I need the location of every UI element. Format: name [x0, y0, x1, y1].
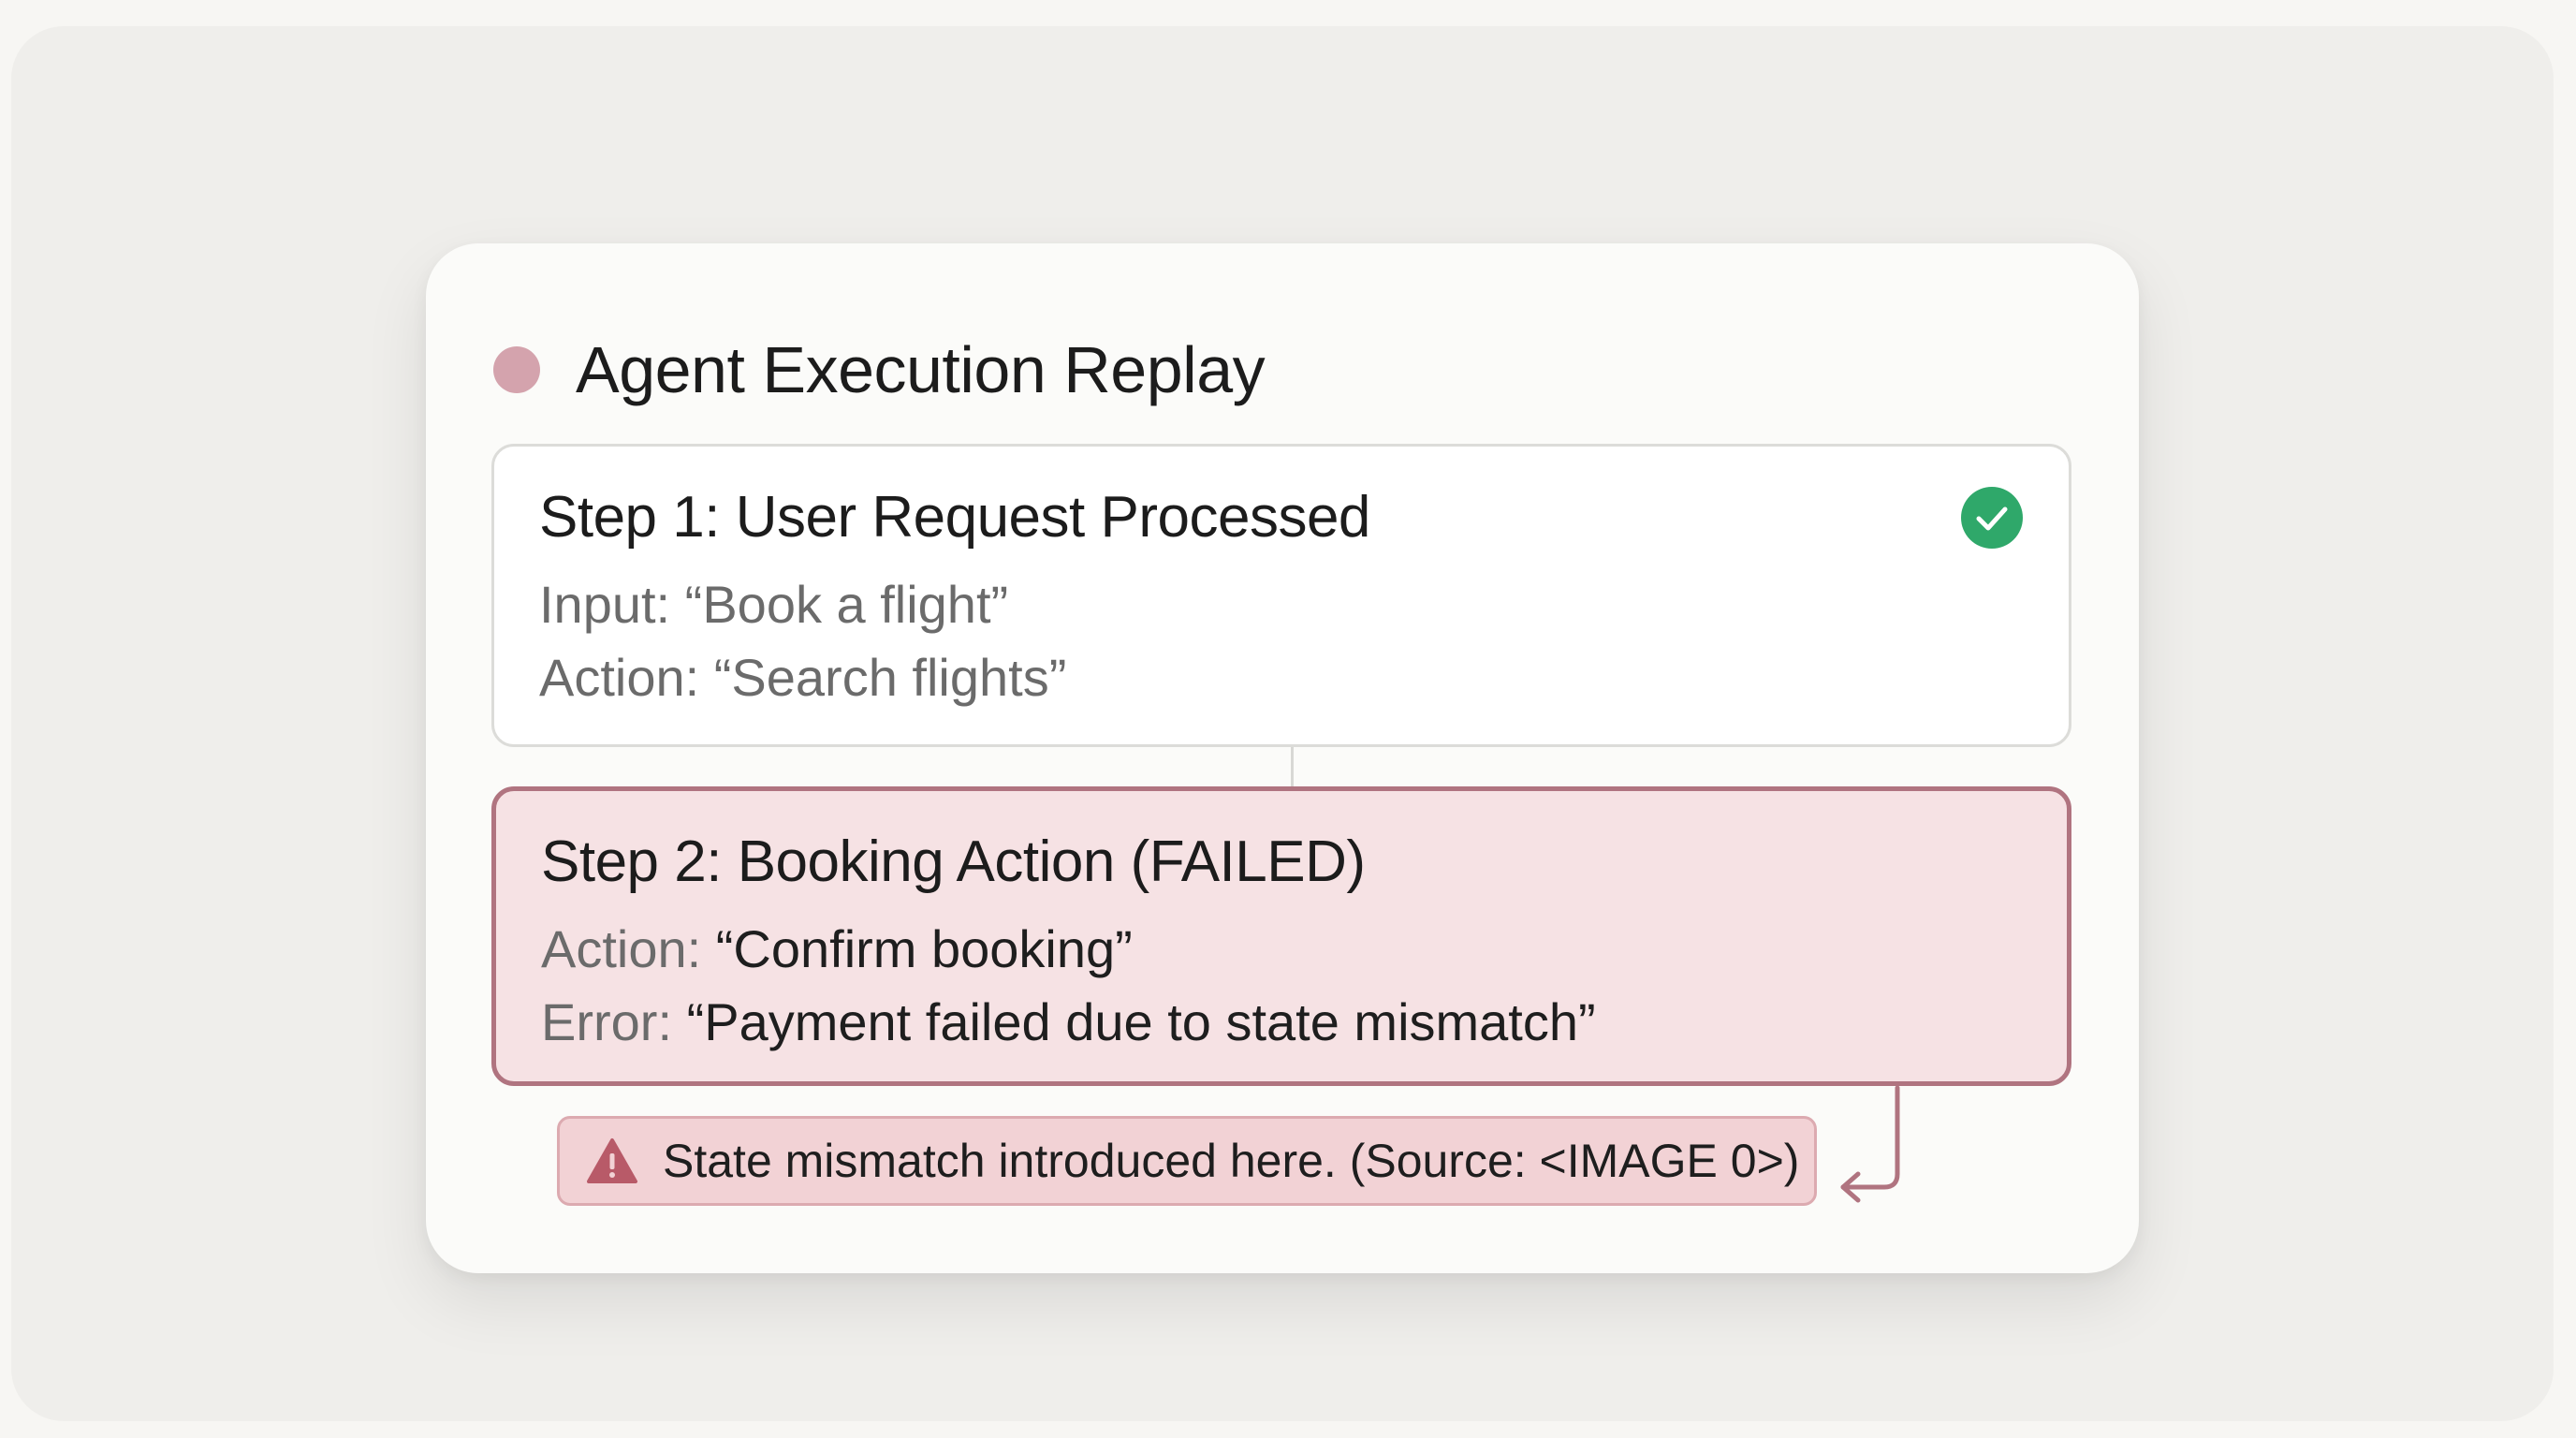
check-circle-icon	[1961, 487, 2023, 549]
step-input-line: Input: “Book a flight”	[539, 574, 1008, 635]
step-action-line: Action: “Search flights”	[539, 647, 1066, 708]
input-value: “Book a flight”	[684, 575, 1009, 634]
step-connector	[1291, 747, 1294, 786]
state-mismatch-annotation: State mismatch introduced here. (Source:…	[557, 1116, 1817, 1206]
status-dot-icon	[493, 346, 540, 393]
action-value: “Confirm booking”	[715, 919, 1133, 978]
panel-header: Agent Execution Replay	[493, 318, 1266, 421]
step-error-line: Error: “Payment failed due to state mism…	[541, 991, 1596, 1052]
panel-title: Agent Execution Replay	[576, 333, 1266, 406]
warning-triangle-icon	[587, 1138, 637, 1183]
action-value: “Search flights”	[713, 648, 1067, 707]
step-title: Step 2: Booking Action (FAILED)	[541, 829, 1366, 894]
annotation-text: State mismatch introduced here. (Source:…	[663, 1135, 1800, 1187]
step-card-1[interactable]: Step 1: User Request Processed Input: “B…	[491, 444, 2071, 747]
step-title: Step 1: User Request Processed	[539, 485, 1370, 550]
return-arrow-icon	[1840, 1085, 1900, 1203]
step-card-2[interactable]: Step 2: Booking Action (FAILED) Action: …	[491, 786, 2071, 1086]
action-label: Action:	[541, 919, 716, 978]
step-action-line: Action: “Confirm booking”	[541, 918, 1133, 979]
error-value: “Payment failed due to state mismatch”	[686, 992, 1596, 1051]
input-label: Input:	[539, 575, 685, 634]
execution-replay-panel: Agent Execution Replay Step 1: User Requ…	[426, 243, 2139, 1273]
action-label: Action:	[539, 648, 714, 707]
error-label: Error:	[541, 992, 687, 1051]
